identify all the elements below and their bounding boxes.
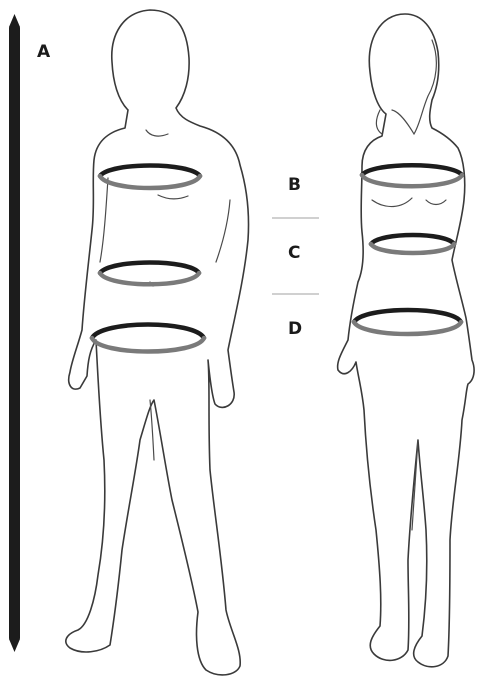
label-hips: D: [288, 319, 302, 339]
height-ruler: [9, 14, 20, 652]
female-figure: [338, 14, 474, 667]
label-chest: B: [288, 175, 301, 195]
label-height: A: [37, 42, 51, 62]
label-waist: C: [288, 243, 300, 263]
